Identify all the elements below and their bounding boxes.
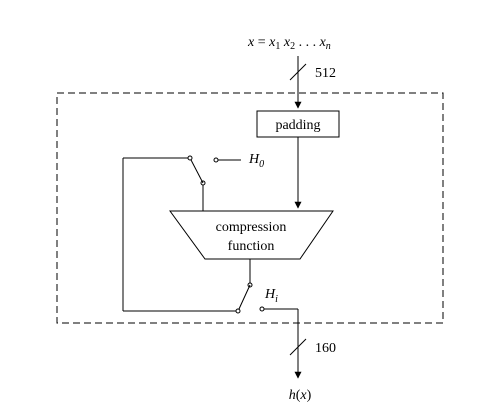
iteration-boundary	[56, 92, 444, 324]
output-width-slash	[289, 338, 307, 356]
compression-label-line1: compression	[216, 220, 287, 235]
top-switch-h0-contact	[213, 157, 219, 163]
bottom-switch-blade	[238, 284, 251, 310]
output-width-label: 160	[315, 341, 336, 356]
top-switch-feedback-contact	[187, 155, 193, 161]
bottom-switch-output-contact	[259, 306, 265, 312]
h0-label: H0	[248, 152, 264, 170]
input-width-slash	[289, 63, 307, 81]
output-label: h(x)	[289, 388, 312, 403]
padding-label: padding	[275, 118, 320, 133]
top-switch-blade	[189, 157, 204, 184]
input-width-label: 512	[315, 66, 336, 81]
bottom-switch-feedback-contact	[235, 308, 241, 314]
compression-function-block	[169, 210, 334, 260]
hi-label: Hi	[264, 287, 278, 305]
input-message-label: x = x1 x2 . . . xn	[247, 35, 331, 52]
compression-label-line2: function	[228, 239, 275, 254]
